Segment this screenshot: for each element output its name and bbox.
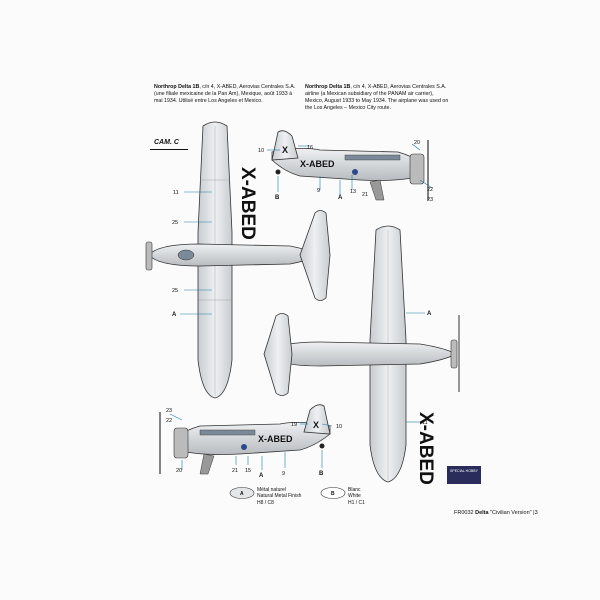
legend-swatch-a [229, 487, 255, 499]
callout-10-right: 10 [258, 148, 264, 154]
callout-a-bottom: A [427, 311, 432, 317]
cabin-windows-right [344, 154, 401, 161]
right-side-profile: X X-ABED [271, 130, 429, 201]
callout-9-left: 9 [282, 471, 285, 477]
tailwheel-left [319, 443, 325, 449]
legend-b-text: Blanc White H1 / C1 [348, 487, 365, 506]
fin-letter-left: X [313, 420, 319, 430]
callout-13: 13 [350, 189, 356, 195]
caption-english-text: , c/n 4, X-ABED, Aerovias Centrales S.A.… [305, 84, 449, 111]
cabin-windows-left [199, 429, 256, 436]
legend-a-en: Natural Metal Finish [257, 493, 302, 500]
callout-9-right: 9 [317, 188, 320, 194]
callout-a-top: A [172, 312, 177, 318]
callout-11-bottom: 11 [422, 420, 428, 426]
callout-21-right: 21 [362, 192, 368, 198]
footer-name: Delta [475, 510, 489, 516]
camouflage-underline [150, 149, 188, 150]
callout-10-left: 10 [336, 424, 342, 430]
top-engine-cowl [145, 241, 153, 271]
legend-b-en: White [348, 493, 361, 500]
fin-letter-right: X [282, 145, 288, 155]
top-canopy [177, 249, 195, 261]
roundel-left [241, 444, 247, 450]
callout-25-top-b: 25 [172, 288, 178, 294]
callout-23-right: 23 [427, 197, 433, 203]
callout-a-right-profile: A [338, 195, 343, 201]
profile-cowl-right [409, 153, 425, 185]
wheel-spat-left [199, 453, 215, 475]
callout-20-right: 20 [414, 140, 420, 146]
callout-b-right: B [275, 195, 280, 201]
bottom-fuselage [267, 341, 457, 367]
camouflage-label: CAM. C [154, 139, 179, 146]
special-hobby-logo: SPECIAL HOBBY [447, 466, 481, 484]
legend-key-b: B [331, 491, 335, 497]
legend-a-code: H8 / C8 [257, 499, 274, 506]
callout-15: 15 [245, 468, 251, 474]
profile-cowl-left [173, 427, 189, 459]
caption-french-text: , c/n 4, X-ABED, Aerovias Centrales S.A.… [154, 84, 296, 104]
legend-a-fr: Métal naturel [257, 487, 286, 493]
callout-23-left: 23 [166, 408, 172, 414]
footer-code: FR0032 [454, 510, 474, 516]
callout-11-top: 11 [173, 190, 179, 196]
bottom-view-lower-surface: X-ABED [263, 225, 460, 485]
callout-21-left: 21 [232, 468, 238, 474]
footer-page: |3 [533, 510, 538, 516]
bottom-engine-cowl [450, 339, 458, 369]
top-view-upper-surface: X-ABED [145, 121, 331, 399]
caption-english: Northrop Delta 1B, c/n 4, X-ABED, Aerovi… [305, 84, 451, 112]
profile-registration-right: X-ABED [300, 159, 335, 169]
legend-b-code: H1 / C1 [348, 499, 365, 506]
legend-b-fr: Blanc [348, 487, 361, 493]
profile-fin-left [303, 404, 331, 435]
top-wing-registration: X-ABED [237, 167, 258, 240]
callout-22-right: 22 [427, 187, 433, 193]
caption-french: Northrop Delta 1B, c/n 4, X-ABED, Aerovi… [154, 84, 296, 105]
caption-french-title: Northrop Delta 1B [154, 84, 200, 90]
left-side-profile: X X-ABED [159, 404, 331, 475]
legend-a-text: Métal naturel Natural Metal Finish H8 / … [257, 487, 301, 506]
callout-a-left-profile: A [259, 473, 264, 479]
caption-english-title: Northrop Delta 1B [305, 84, 351, 90]
sheet-footer: FR0032 Delta "Civilian Version" |3 [454, 510, 538, 516]
callout-19: 19 [291, 422, 297, 428]
tailwheel-right [275, 169, 281, 175]
profile-registration-left: X-ABED [258, 434, 293, 444]
legend-swatch-b [320, 487, 346, 499]
profile-fin-right [271, 130, 299, 161]
roundel-right [352, 169, 358, 175]
callout-20-left: 20 [176, 468, 182, 474]
logo-text: SPECIAL HOBBY [450, 469, 478, 473]
callout-25-top-a: 25 [172, 220, 178, 226]
callout-16: 16 [307, 145, 313, 151]
wheel-spat-right [369, 179, 385, 201]
callout-lines [169, 143, 433, 470]
callout-22-left: 22 [166, 418, 172, 424]
bottom-tailplane [263, 313, 293, 396]
callout-b-left: B [319, 471, 324, 477]
legend-key-a: A [240, 491, 244, 497]
top-tailplane [299, 210, 331, 301]
top-fuselage [149, 243, 321, 267]
footer-version: "Civilian Version" [490, 510, 532, 516]
lower-wing-registration: X-ABED [415, 412, 436, 485]
